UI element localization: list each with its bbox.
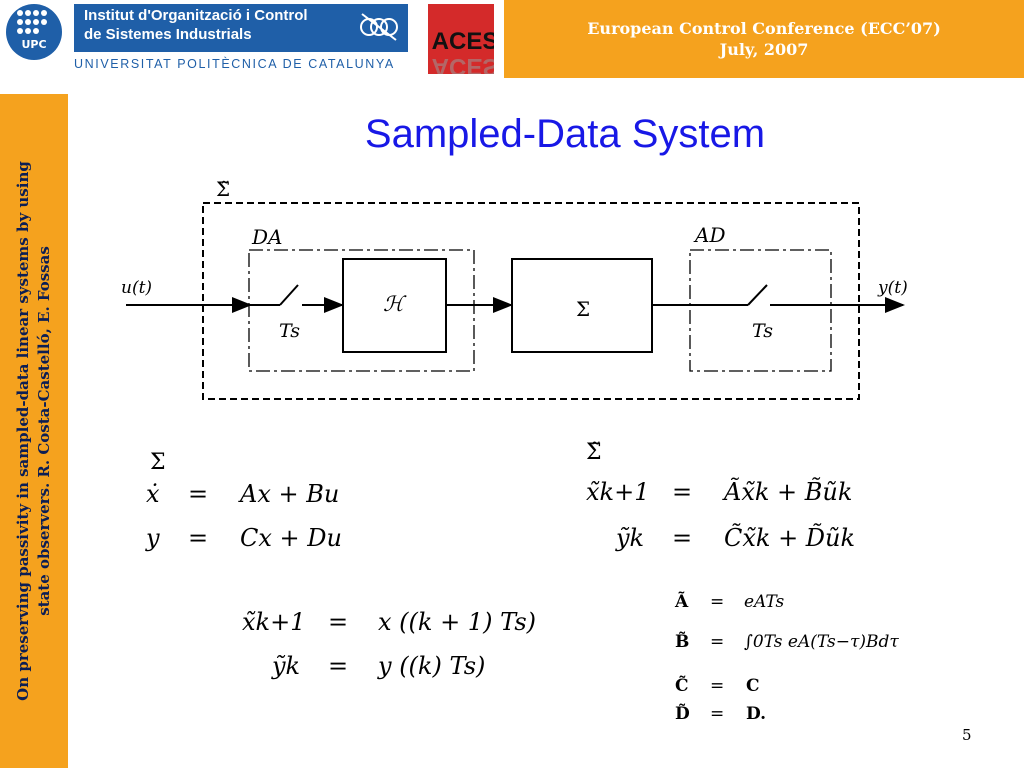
sampling-eq1-lhs: x̃k+1: [242, 608, 306, 636]
matrix-a-rhs: eATs: [744, 592, 785, 612]
aces-logo: ACES ACES: [428, 4, 494, 74]
continuous-eq1-rhs: Ax + Bu: [240, 480, 340, 508]
ad-converter-boundary: [689, 249, 832, 372]
da-label: DA: [251, 225, 282, 249]
outer-system-label: Σ̃: [216, 177, 230, 201]
discrete-eq1-equals: =: [672, 478, 693, 506]
matrix-b-lhs: B̃: [675, 632, 690, 652]
continuous-eq1-equals: =: [188, 480, 209, 508]
conference-date: July, 2007: [719, 40, 809, 59]
sampling-period-right: Ts: [752, 320, 773, 342]
continuous-eq2-equals: =: [188, 524, 209, 552]
institute-name-line2: de Sistemes Industrials: [84, 26, 252, 43]
discrete-eq1-rhs: Ãx̃k + B̃ũk: [724, 478, 853, 506]
discrete-system-symbol: Σ̃: [586, 440, 602, 465]
matrix-c-equals: =: [710, 676, 725, 696]
continuous-eq1-lhs: ẋ: [146, 480, 160, 508]
upc-dots-icon: [17, 10, 47, 34]
sampler-switch-right: [747, 284, 768, 306]
discrete-eq2-equals: =: [672, 524, 693, 552]
header-bar: UPC Institut d'Organització i Control de…: [0, 0, 1024, 78]
sampling-eq2-equals: =: [328, 652, 349, 680]
outer-system-boundary: [202, 202, 860, 400]
aces-logo-text: ACES: [431, 28, 494, 55]
page-number: 5: [962, 726, 972, 744]
institute-name-line1: Institut d'Organització i Control: [84, 7, 308, 24]
matrix-a-equals: =: [710, 592, 725, 612]
plant-label: Σ: [576, 297, 590, 321]
discrete-eq2-rhs: C̃x̃k + D̃ũk: [724, 524, 856, 552]
sidebar: [0, 94, 68, 768]
continuous-eq2-lhs: y: [146, 524, 160, 552]
sampling-eq2-rhs: y ((k) Ts): [378, 652, 486, 680]
discrete-eq2-lhs: ỹk: [616, 524, 645, 552]
input-label: u(t): [121, 278, 152, 298]
sampler-switch-left: [279, 284, 299, 306]
hold-label: ℋ: [383, 292, 407, 316]
matrix-b-equals: =: [710, 632, 725, 652]
matrix-d-rhs: D.: [746, 704, 767, 724]
conference-name: European Control Conference (ECC’07): [587, 19, 941, 38]
ioc-logo-icon: [360, 13, 398, 41]
continuous-eq2-rhs: Cx + Du: [240, 524, 342, 552]
matrix-c-rhs: C: [746, 676, 760, 696]
conference-banner: [504, 0, 1024, 78]
institute-banner: [74, 4, 408, 52]
university-name: UNIVERSITAT POLITÈCNICA DE CATALUNYA: [74, 57, 395, 71]
matrix-d-lhs: D̃: [675, 704, 690, 724]
matrix-b-rhs: ∫0Ts eA(Ts−τ)Bdτ: [744, 632, 899, 652]
upc-logo-text: UPC: [21, 38, 47, 51]
sampling-period-left: Ts: [279, 320, 300, 342]
matrix-c-lhs: C̃: [675, 676, 689, 696]
discrete-eq1-lhs: x̃k+1: [586, 478, 650, 506]
sampling-eq1-equals: =: [328, 608, 349, 636]
matrix-d-equals: =: [710, 704, 725, 724]
sampling-eq2-lhs: ỹk: [272, 652, 301, 680]
slide-title: Sampled-Data System: [364, 112, 766, 156]
output-label: y(t): [877, 278, 908, 298]
continuous-system-symbol: Σ: [150, 450, 166, 475]
sampling-eq1-rhs: x ((k + 1) Ts): [378, 608, 537, 636]
ad-label: AD: [693, 223, 725, 247]
matrix-a-lhs: Ã: [675, 592, 689, 612]
